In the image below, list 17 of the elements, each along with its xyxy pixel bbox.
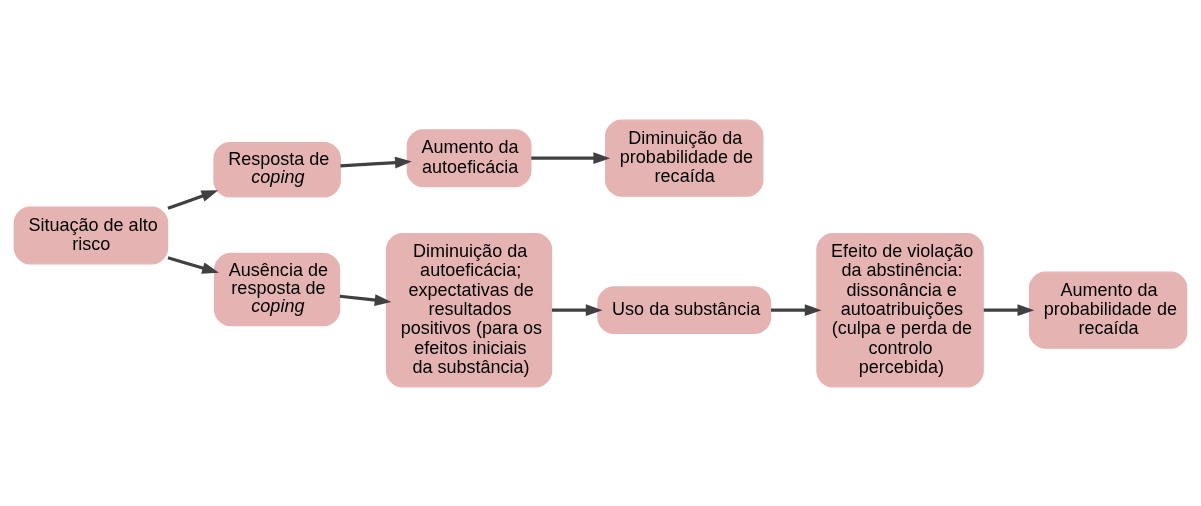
arrow [167, 255, 219, 274]
node-box: Aumento da probabilidade de recaída [1028, 271, 1188, 349]
node-box: Situação de alto risco [13, 205, 169, 264]
node-box: Efeito de violação da abstinência: dissonância e autoatribuições (culpa e perda de controlo percebida) [816, 232, 984, 387]
node-box: Aumento da autoeficácia [406, 128, 532, 187]
node-box: Resposta de coping [213, 141, 341, 197]
arrow [340, 156, 412, 168]
arrow [167, 189, 219, 210]
arrow [531, 151, 611, 164]
arrow [771, 303, 822, 316]
node-box: Uso da substância [597, 285, 772, 334]
node-box: Ausência de resposta de coping [214, 252, 341, 326]
arrow [551, 303, 603, 316]
node-box: Diminuição da probabilidade de recaída [605, 119, 764, 197]
node-box: Diminuição da autoeficácia; expectativas de resultados positivos (para os efeitos iniciais da substância) [386, 232, 553, 387]
arrow [983, 303, 1035, 316]
arrow [339, 293, 392, 306]
